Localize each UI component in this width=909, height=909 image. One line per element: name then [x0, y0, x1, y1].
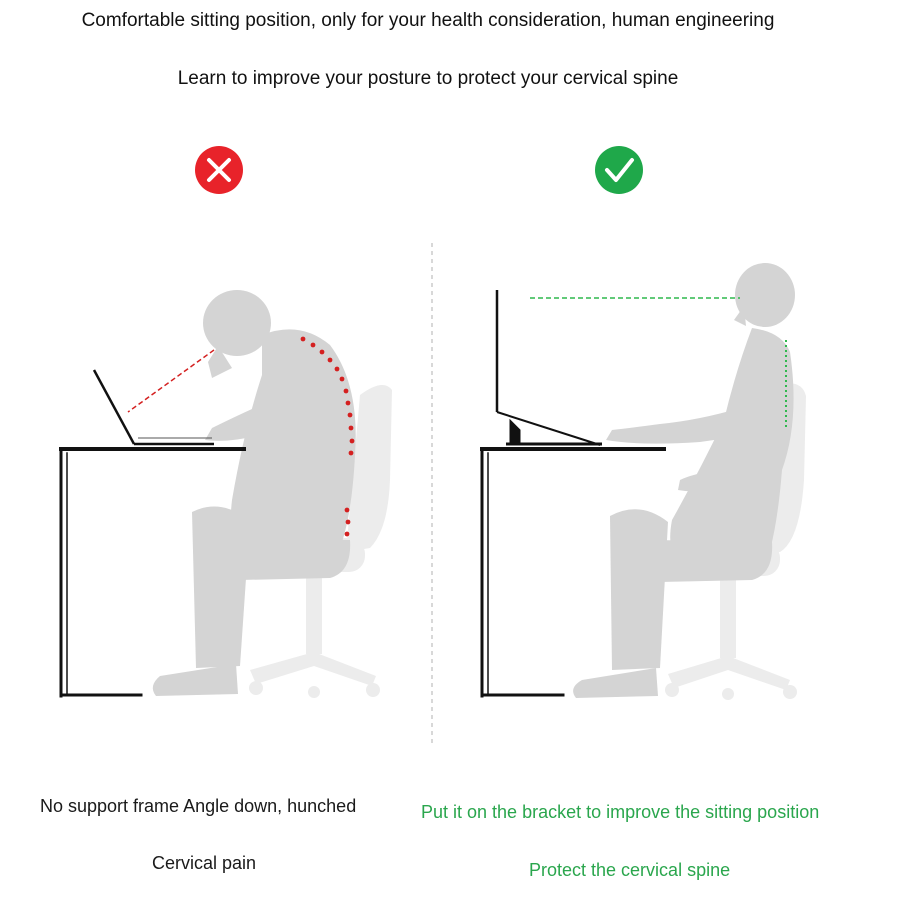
cross-icon: [195, 146, 243, 194]
laptop-on-stand: [495, 290, 602, 446]
desk: [480, 447, 666, 698]
downward-sight-line: [127, 349, 215, 413]
good-posture-caption: Put it on the bracket to improve the sit…: [421, 802, 820, 822]
curved-spine-indicator: [300, 336, 355, 537]
bad-posture-scene: [59, 290, 392, 698]
bad-posture-effect: Cervical pain: [152, 853, 257, 873]
upright-person: [573, 263, 795, 698]
subheadline: Learn to improve your posture to protect…: [177, 68, 679, 89]
bad-posture-caption: No support frame Angle down, hunched: [40, 796, 357, 816]
laptop-flat: [92, 369, 214, 446]
good-posture-scene: [480, 263, 806, 700]
headline: Comfortable sitting position, only for y…: [81, 10, 775, 31]
check-icon: [595, 146, 643, 194]
desk: [59, 447, 246, 698]
good-posture-effect: Protect the cervical spine: [529, 860, 731, 880]
hunched-person: [152, 290, 356, 696]
